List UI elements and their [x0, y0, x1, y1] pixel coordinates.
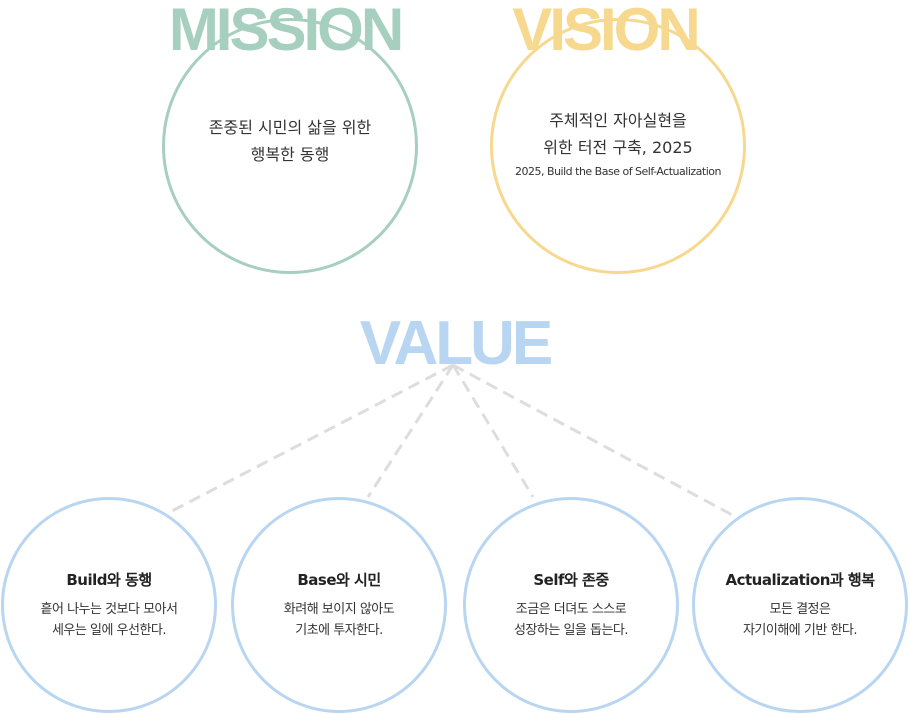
value-desc-line2: 기초에 투자한다. — [295, 623, 383, 638]
connector-actualization — [452, 363, 737, 519]
value-desc-line2: 세우는 일에 우선한다. — [51, 623, 167, 638]
value-title: VALUE — [359, 309, 554, 378]
value-title-self: Self와 존중 — [533, 571, 609, 589]
mission-title: MISSION — [168, 0, 404, 63]
connector-self — [451, 364, 535, 498]
value-title-base: Base와 시민 — [297, 571, 381, 589]
mission-text-line2: 행복한 동행 — [250, 145, 330, 164]
value-desc-line1: 흩어 나누는 것보다 모아서 — [40, 602, 178, 617]
mission-text-line1: 존중된 시민의 삶을 위한 — [208, 118, 372, 137]
value-circle-base: Base와 시민 화려해 보이지 않아도 기초에 투자한다. — [231, 497, 447, 713]
connector-base — [366, 364, 455, 498]
value-circle-self: Self와 존중 조금은 더뎌도 스스로 성장하는 일을 돕는다. — [463, 497, 679, 713]
value-circle-actualization: Actualization과 행복 모든 결정은 자기이해에 기반 한다. — [692, 497, 908, 713]
value-circle-build: Build와 동행 흩어 나누는 것보다 모아서 세우는 일에 우선한다. — [1, 497, 217, 713]
mission-circle: 존중된 시민의 삶을 위한 행복한 동행 — [162, 18, 418, 274]
value-desc-line1: 화려해 보이지 않아도 — [283, 602, 395, 617]
vision-text-line2: 위한 터전 구축, 2025 — [543, 137, 693, 157]
vision-title: VISION — [512, 0, 700, 63]
vision-subtext: 2025, Build the Base of Self-Actualizati… — [515, 164, 721, 178]
value-title-actualization: Actualization과 행복 — [725, 571, 875, 589]
value-title-build: Build와 동행 — [66, 571, 152, 589]
value-desc-line1: 조금은 더뎌도 스스로 — [515, 602, 627, 617]
connector-build — [169, 363, 454, 514]
value-desc-line2: 성장하는 일을 돕는다. — [513, 623, 629, 638]
value-desc-line1: 모든 결정은 — [769, 602, 831, 617]
vision-circle: 주체적인 자아실현을 위한 터전 구축, 2025 2025, Build th… — [490, 18, 746, 274]
value-desc-line2: 자기이해에 기반 한다. — [742, 623, 858, 638]
mission-text: 존중된 시민의 삶을 위한 행복한 동행 — [209, 114, 371, 168]
vision-text-line1: 주체적인 자아실현을 — [549, 110, 687, 130]
vision-text: 주체적인 자아실현을 위한 터전 구축, 2025 — [543, 107, 692, 161]
